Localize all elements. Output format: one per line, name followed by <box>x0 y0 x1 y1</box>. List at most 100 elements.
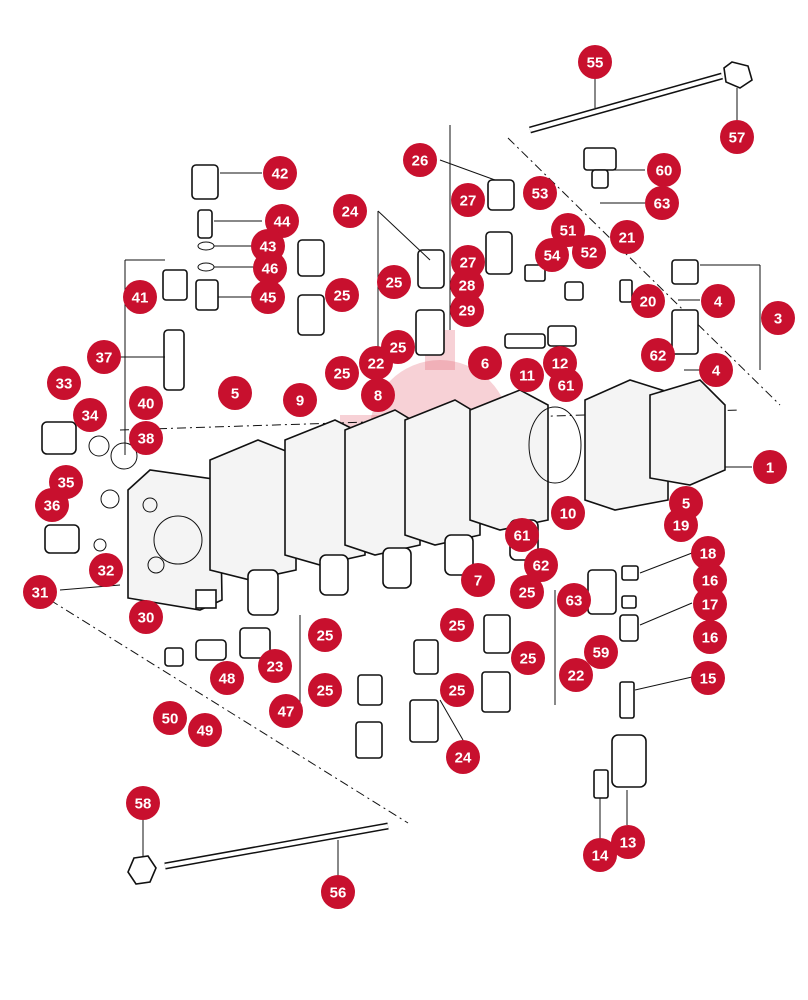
callout-circle <box>584 635 618 669</box>
callout-5a: 5 <box>218 376 252 410</box>
callout-26: 26 <box>403 143 437 177</box>
callout-circle <box>699 353 733 387</box>
callout-label: 53 <box>532 186 549 203</box>
callout-32: 32 <box>89 553 123 587</box>
callout-circle <box>333 194 367 228</box>
callout-circle <box>210 661 244 695</box>
callout-circle <box>269 694 303 728</box>
callout-25f: 25 <box>440 608 474 642</box>
callout-57: 57 <box>720 120 754 154</box>
callout-25g: 25 <box>308 618 342 652</box>
callout-circle <box>645 186 679 220</box>
callout-52: 52 <box>572 235 606 269</box>
callout-19: 19 <box>664 508 698 542</box>
callout-circle <box>218 376 252 410</box>
callout-7: 7 <box>461 563 495 597</box>
callout-31: 31 <box>23 575 57 609</box>
callout-25e: 25 <box>510 575 544 609</box>
callout-circle <box>440 673 474 707</box>
callout-63a: 63 <box>645 186 679 220</box>
callout-circle <box>23 575 57 609</box>
callout-circle <box>641 338 675 372</box>
callout-label: 25 <box>334 288 351 305</box>
callout-6: 6 <box>468 346 502 380</box>
callout-circle <box>510 358 544 392</box>
callout-label: 13 <box>620 835 637 852</box>
callout-circle <box>535 238 569 272</box>
callout-11: 11 <box>510 358 544 392</box>
callout-circle <box>325 356 359 390</box>
callout-label: 10 <box>560 506 577 523</box>
callout-label: 61 <box>514 528 531 545</box>
callout-circle <box>691 661 725 695</box>
callout-62b: 62 <box>524 548 558 582</box>
callout-label: 25 <box>317 683 334 700</box>
callout-25d: 25 <box>325 356 359 390</box>
callout-label: 29 <box>459 303 476 320</box>
callout-circle <box>440 608 474 642</box>
callout-label: 27 <box>460 255 477 272</box>
callout-circle <box>87 340 121 374</box>
callout-label: 28 <box>459 278 476 295</box>
callout-label: 37 <box>96 350 113 367</box>
callout-42: 42 <box>263 156 297 190</box>
callout-label: 22 <box>368 356 385 373</box>
callout-label: 11 <box>519 368 535 385</box>
callout-label: 58 <box>135 796 152 813</box>
callout-circle <box>523 176 557 210</box>
callout-1: 1 <box>753 450 787 484</box>
callout-label: 17 <box>702 597 719 614</box>
callout-16b: 16 <box>693 620 727 654</box>
callout-circle <box>126 786 160 820</box>
callout-56: 56 <box>321 875 355 909</box>
callout-29: 29 <box>450 293 484 327</box>
callout-49: 49 <box>188 713 222 747</box>
callout-circle <box>647 153 681 187</box>
callout-label: 47 <box>278 704 295 721</box>
callout-label: 33 <box>56 376 73 393</box>
callout-label: 18 <box>700 546 717 563</box>
callout-circle <box>720 120 754 154</box>
callout-label: 22 <box>568 668 585 685</box>
callout-label: 62 <box>650 348 667 365</box>
callout-15: 15 <box>691 661 725 695</box>
callout-circle <box>761 301 795 335</box>
callout-8: 8 <box>361 378 395 412</box>
callout-label: 3 <box>774 311 782 328</box>
callout-label: 42 <box>272 166 289 183</box>
callout-25i: 25 <box>308 673 342 707</box>
callout-47: 47 <box>269 694 303 728</box>
callout-label: 61 <box>558 378 575 395</box>
callout-label: 6 <box>481 356 489 373</box>
callout-33: 33 <box>47 366 81 400</box>
callout-label: 4 <box>712 363 721 380</box>
callout-label: 25 <box>519 585 536 602</box>
callout-label: 25 <box>317 628 334 645</box>
callout-circle <box>188 713 222 747</box>
callout-circle <box>308 673 342 707</box>
callout-59: 59 <box>584 635 618 669</box>
callout-24b: 24 <box>446 740 480 774</box>
callout-27a: 27 <box>451 183 485 217</box>
callout-label: 51 <box>560 223 577 240</box>
callout-24a: 24 <box>333 194 367 228</box>
callout-circle <box>253 251 287 285</box>
tie-rod-upper <box>529 61 753 134</box>
callout-61b: 61 <box>505 518 539 552</box>
callout-circle <box>578 45 612 79</box>
callout-48: 48 <box>210 661 244 695</box>
callout-18: 18 <box>691 536 725 570</box>
callout-label: 5 <box>231 386 239 403</box>
callout-circle <box>265 204 299 238</box>
callout-44: 44 <box>265 204 299 238</box>
callout-40: 40 <box>129 386 163 420</box>
callout-label: 26 <box>412 153 429 170</box>
callout-25j: 25 <box>440 673 474 707</box>
callout-label: 63 <box>654 196 671 213</box>
callout-label: 45 <box>260 290 277 307</box>
valve-sections <box>209 379 726 581</box>
callout-3: 3 <box>761 301 795 335</box>
callout-circle <box>89 553 123 587</box>
callout-circle <box>693 620 727 654</box>
callout-circle <box>551 496 585 530</box>
